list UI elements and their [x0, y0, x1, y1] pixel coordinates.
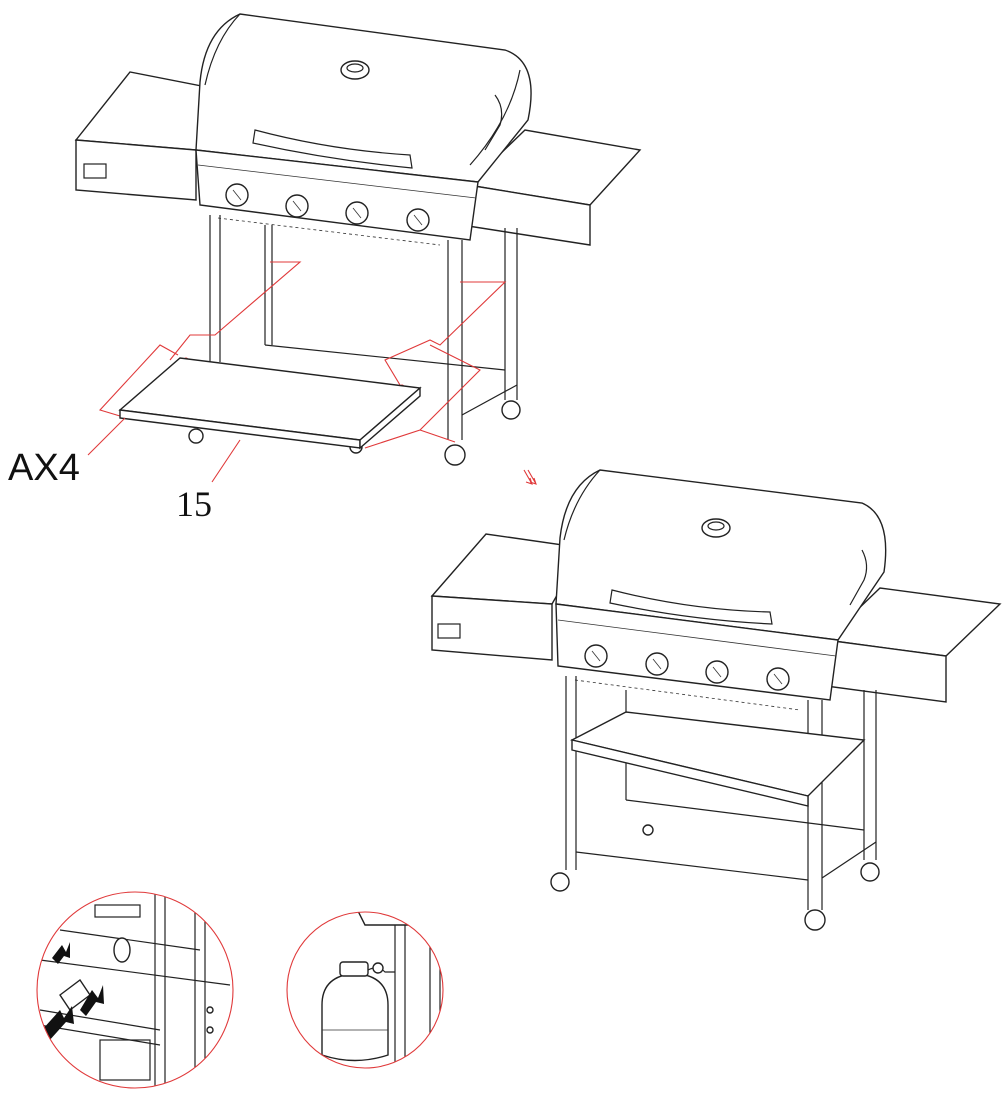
control-panel: [555, 603, 839, 711]
leader-ax4: [87, 417, 126, 456]
grill-lid: [195, 13, 532, 183]
grill-assembled: [430, 469, 1002, 931]
cart-frame: [188, 215, 521, 466]
part-number-label: 15: [176, 484, 212, 524]
double-down-arrow-icon: [523, 469, 537, 485]
grill-exploded: [74, 13, 642, 483]
gas-tank-connection-detail: [286, 911, 444, 1069]
left-side-shelf: [74, 71, 234, 201]
right-side-shelf: [824, 587, 1002, 703]
control-panel: [195, 149, 479, 246]
right-side-shelf: [466, 129, 642, 246]
cart-frame: [550, 676, 880, 931]
fastener-label: AX4: [8, 447, 80, 489]
hose-connection-detail: [36, 891, 234, 1089]
bottom-shelf-part-15: [118, 357, 422, 450]
grill-lid: [555, 469, 887, 641]
leader-15: [211, 439, 241, 483]
